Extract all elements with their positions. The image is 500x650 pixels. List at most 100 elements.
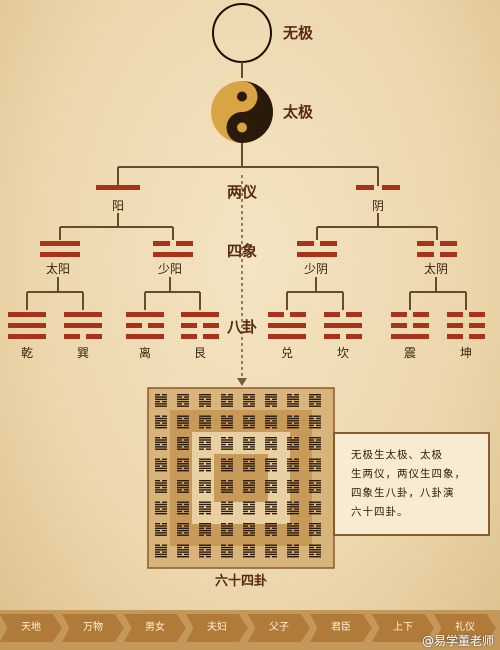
hexagram-line <box>316 396 321 398</box>
hexagram-line <box>309 467 314 470</box>
yin-label: 阴 <box>372 199 384 213</box>
hexagram-line <box>228 465 233 467</box>
hexagram-line <box>272 470 277 472</box>
hexagram-line <box>287 415 292 417</box>
hexagram-line <box>155 489 167 491</box>
hexagram-line <box>155 460 167 463</box>
shaoyin-label: 少阴 <box>304 262 328 276</box>
hexagram-line <box>199 427 204 429</box>
hexagram-line <box>199 532 211 534</box>
hexagram-line <box>228 422 233 424</box>
hexagram-line <box>316 403 321 405</box>
hexagram-line <box>184 417 189 420</box>
hexagram-line <box>184 503 189 506</box>
hexagram-line <box>309 513 321 515</box>
hexagram-line <box>250 446 255 448</box>
hexagram-line <box>228 508 233 510</box>
hexagram-line <box>294 480 299 482</box>
hexagram-line <box>294 486 299 489</box>
hexagram-line <box>155 484 167 486</box>
shaoyang-label: 少阳 <box>158 262 182 276</box>
hexagram-line <box>316 424 321 427</box>
hexagram-line <box>243 480 255 482</box>
hexagram-line <box>177 523 189 525</box>
hexagram-line <box>250 460 255 463</box>
hexagram-line <box>309 546 314 549</box>
hexagram-line <box>309 556 321 558</box>
hexagram-line <box>287 549 299 551</box>
hexagram-line <box>155 506 167 508</box>
hexagram-line <box>265 424 277 427</box>
hexagram-line <box>228 501 233 503</box>
hexagram-line <box>287 482 299 484</box>
hexagram-line <box>309 437 321 439</box>
hexagram-line <box>294 501 299 503</box>
taiji-label: 太极 <box>283 103 314 121</box>
hexagram-line <box>309 446 314 448</box>
hexagram-line <box>199 486 211 489</box>
hexagram-line <box>177 439 182 441</box>
hexagram-line <box>250 403 255 405</box>
hexagram-line <box>221 480 226 482</box>
hexagram-line <box>221 482 233 484</box>
hexagram-line <box>265 532 277 534</box>
hexagram-line <box>243 398 255 400</box>
hexagram-line <box>162 437 167 439</box>
hexagram-line <box>287 486 292 489</box>
hexagram-line <box>155 470 167 472</box>
hexagram-line <box>206 420 211 422</box>
hexagram-line <box>177 501 189 503</box>
trigram-line <box>268 334 306 339</box>
hexagram-line <box>316 482 321 484</box>
hexagram-line <box>250 439 255 441</box>
hexagram-line <box>221 463 233 465</box>
trigram-line <box>346 334 362 339</box>
hexagram-line <box>162 544 167 546</box>
hexagram-line <box>309 486 321 489</box>
hexagram-line <box>221 446 233 448</box>
trigram-line <box>8 334 46 339</box>
hexagram-line <box>243 534 255 536</box>
hexagram-line <box>287 489 299 491</box>
hexagram-line <box>199 443 211 446</box>
hexagram-line <box>221 506 233 508</box>
sixiang-label: 四象 <box>227 242 257 260</box>
hexagram-line <box>265 529 277 532</box>
hexagram-line <box>287 463 299 465</box>
hexagram-line <box>272 549 277 551</box>
trigram-line <box>126 312 164 317</box>
hexagram-line <box>199 400 211 403</box>
yin-line-left <box>356 185 374 190</box>
hexagram-line <box>309 460 314 463</box>
hexagram-line <box>265 544 277 546</box>
hexagram-line <box>155 525 167 527</box>
hexagram-line <box>294 394 299 396</box>
hexagram-line <box>250 546 255 549</box>
hexagram-line <box>228 544 233 546</box>
hexagram-line <box>228 458 233 460</box>
hexagram-line <box>177 443 189 446</box>
hexagram-line <box>294 544 299 546</box>
hexagram-line <box>177 420 189 422</box>
hexagram-line <box>272 513 277 515</box>
hexagram-line <box>155 527 167 529</box>
hexagram-line <box>199 439 211 441</box>
hexagram-line <box>316 503 321 506</box>
hexagram-line <box>309 439 314 441</box>
hexagram-line <box>309 465 321 467</box>
hexagram-line <box>243 503 248 506</box>
hexagram-line <box>199 527 204 529</box>
hexagram-line <box>155 465 160 467</box>
hexagram-line <box>309 463 321 465</box>
note-line: 四象生八卦，八卦演 <box>351 487 455 499</box>
hexagram-line <box>199 549 204 551</box>
hexagram-line <box>199 441 204 443</box>
hexagram-line <box>265 556 270 558</box>
li-label: 离 <box>139 345 151 360</box>
hexagram-line <box>265 467 277 470</box>
hexagram-line <box>243 508 255 510</box>
trigram-line <box>324 312 340 317</box>
hexagram-line <box>272 420 277 422</box>
hexagram-line <box>243 470 255 472</box>
hexagram-line <box>243 551 255 553</box>
